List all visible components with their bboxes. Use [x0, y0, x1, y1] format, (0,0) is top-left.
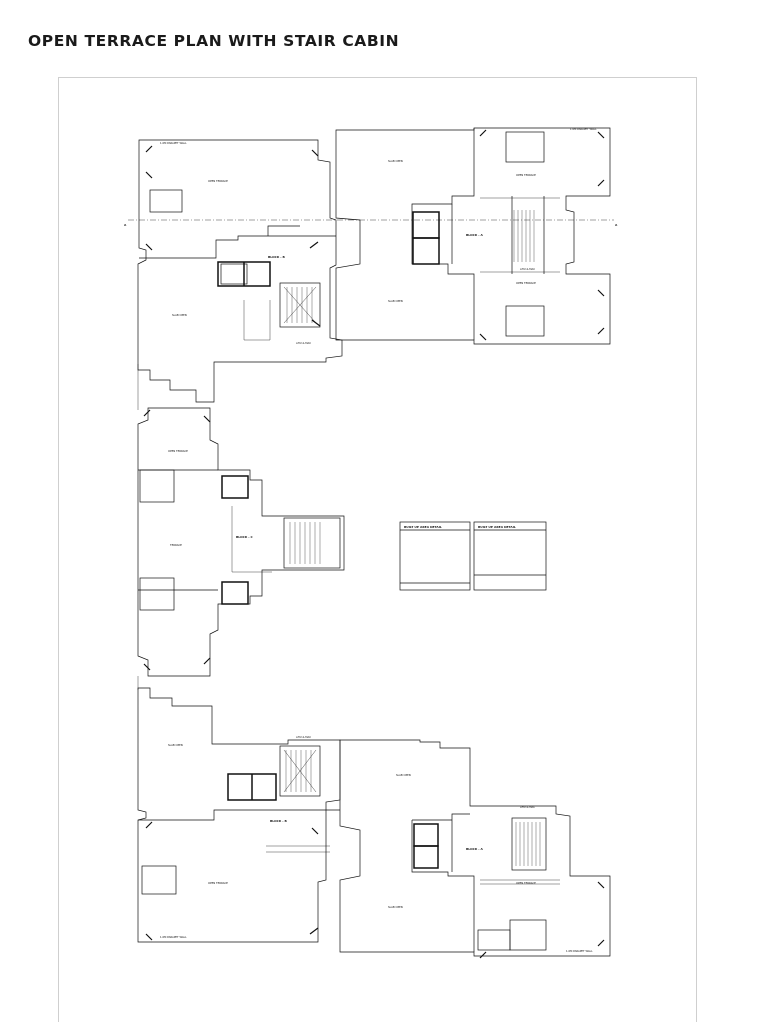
- label-ahu-1: AHU & MAC: [296, 341, 311, 345]
- drawing-sheet: [58, 77, 697, 1022]
- block-c-middle: [137, 407, 345, 677]
- label-slab-open-1: SLAB OPEN: [172, 313, 187, 317]
- label-ahu-3: AHU & MAC: [520, 267, 535, 271]
- label-terrace-mid: TERRACE: [170, 543, 182, 547]
- label-open-terrace-3: OPEN TERRACE: [516, 281, 536, 285]
- label-ahu-2: AHU & MAC: [296, 735, 311, 739]
- area-table-1-title: BUILT UP AREA DETAIL: [404, 525, 442, 529]
- area-table-2: [473, 521, 547, 591]
- area-table-2-title: BUILT UP AREA DETAIL: [478, 525, 516, 529]
- block-b-top: [137, 139, 343, 403]
- label-open-terrace-4: OPEN TERRACE: [168, 449, 188, 453]
- label-parapet-1: 1.0M PARAPET WALL: [160, 141, 187, 145]
- label-open-terrace-5: OPEN TERRACE: [208, 881, 228, 885]
- block-a-bottom: [339, 739, 611, 959]
- block-label-b-top: BLOCK - B: [268, 255, 286, 259]
- block-b-bottom: [137, 687, 341, 943]
- label-slab-open-2: SLAB OPEN: [388, 159, 403, 163]
- label-slab-open-3: SLAB OPEN: [388, 299, 403, 303]
- label-open-terrace-6: OPEN TERRACE: [516, 881, 536, 885]
- block-label-b-bottom: BLOCK - B: [270, 819, 288, 823]
- block-a-top: [335, 127, 611, 345]
- label-slab-open-4: SLAB OPEN: [168, 743, 183, 747]
- label-open-terrace-2: OPEN TERRACE: [516, 173, 536, 177]
- label-parapet-2: 1.0M PARAPET WALL: [570, 127, 597, 131]
- label-parapet-3: 1.0M PARAPET WALL: [160, 935, 187, 939]
- block-label-a-bottom: BLOCK - A: [466, 847, 484, 851]
- page-title: OPEN TERRACE PLAN WITH STAIR CABIN: [28, 32, 400, 50]
- label-parapet-4: 1.0M PARAPET WALL: [566, 949, 593, 953]
- block-label-c: BLOCK - C: [236, 535, 254, 539]
- label-ahu-4: AHU & MAC: [520, 805, 535, 809]
- section-mark-right: A: [615, 223, 618, 227]
- label-open-terrace-1: OPEN TERRACE: [208, 179, 228, 183]
- label-slab-open-5: SLAB OPEN: [396, 773, 411, 777]
- label-slab-open-6: SLAB OPEN: [388, 905, 403, 909]
- area-table-1: [399, 521, 471, 591]
- block-label-a-top: BLOCK - A: [466, 233, 484, 237]
- section-mark-left: A: [124, 223, 127, 227]
